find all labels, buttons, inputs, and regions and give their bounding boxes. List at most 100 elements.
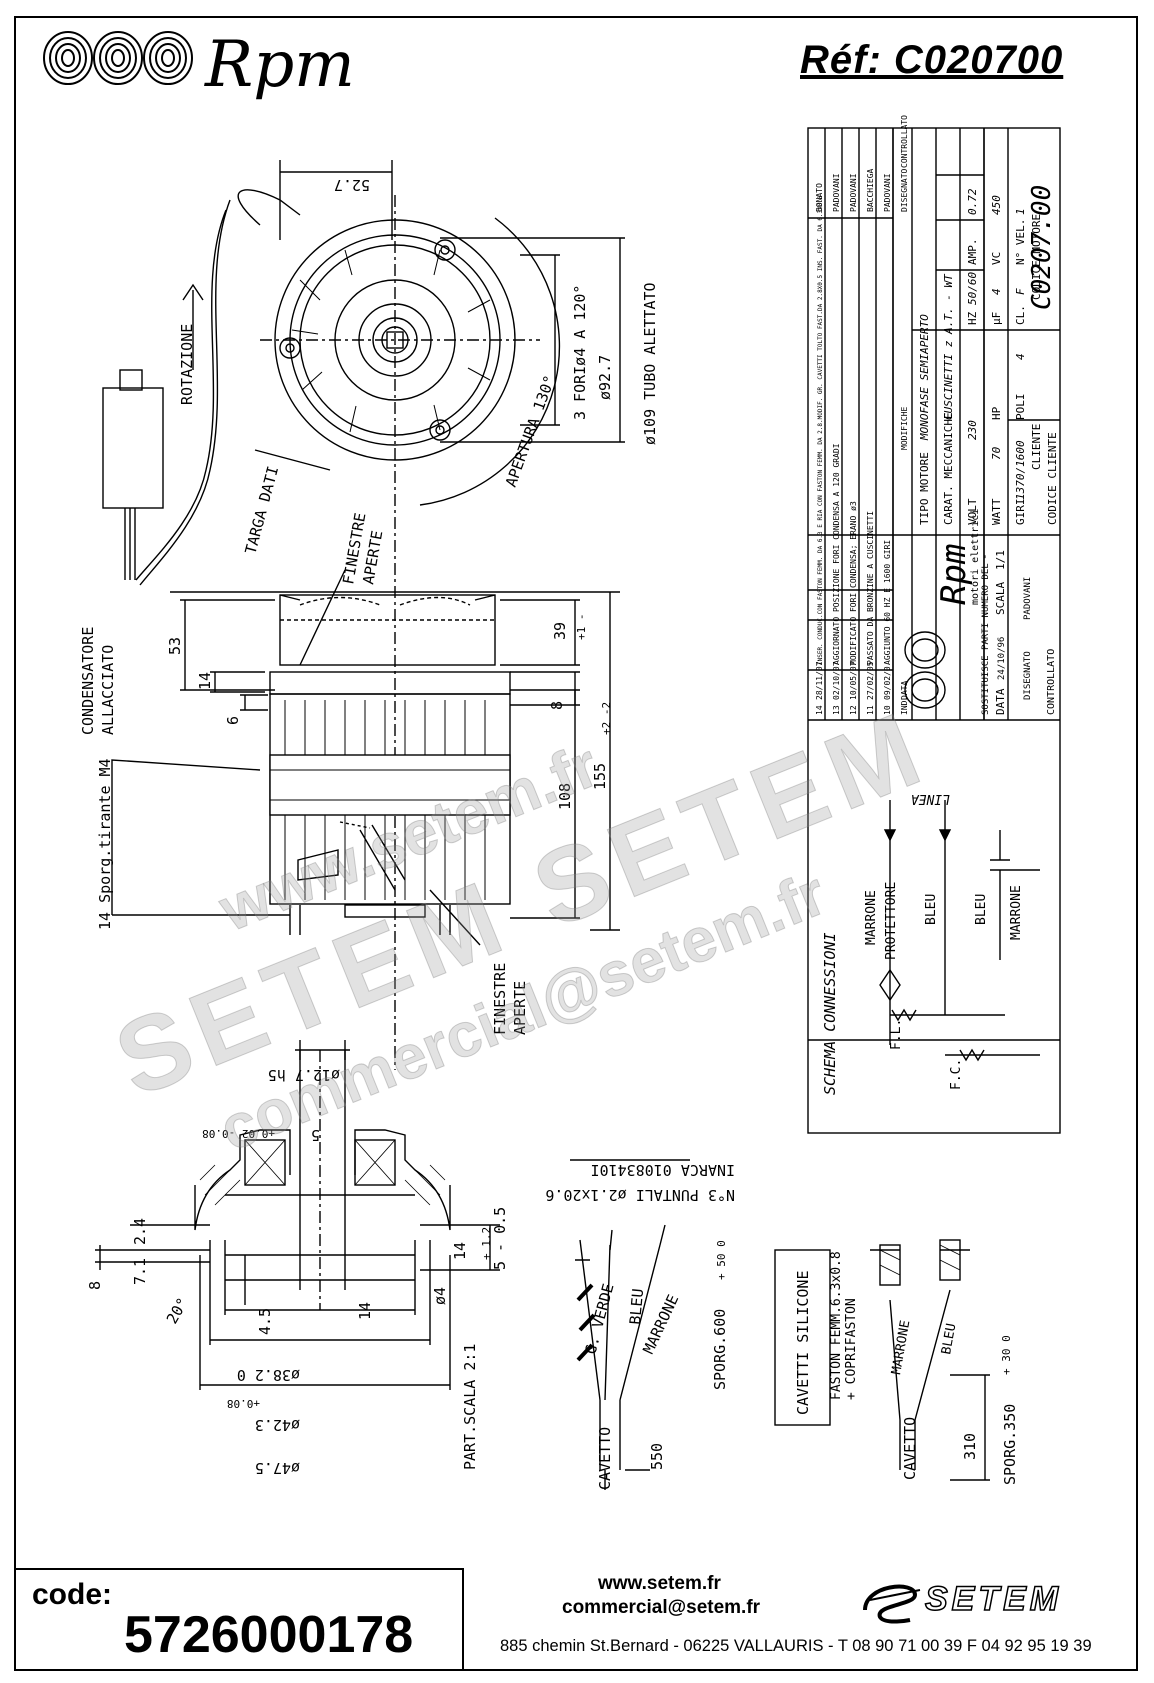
label-cavetto2: CAVETTO [901, 1417, 919, 1480]
vc-value: 450 [990, 195, 1003, 215]
codice-motore-label: CODICE MOTORE [1030, 214, 1043, 300]
rev-12-by: PADOVANI [849, 173, 858, 212]
label-155: 155 [591, 763, 609, 790]
label-tol350: + 30 0 [1000, 1335, 1013, 1375]
schema-bleu2: BLEU [974, 894, 989, 925]
disegnato-label: DISEGNATO [1023, 651, 1033, 700]
schema-marrone: MARRONE [864, 890, 879, 945]
hdr-ctrl: CONTROLLATO [900, 115, 909, 168]
carat-label: CARAT. MECCANICHE [942, 412, 955, 525]
label-8b: 8 [86, 1281, 104, 1290]
rev-10-n: 10 [883, 705, 892, 715]
disegnato-value: PADOVANI [1023, 577, 1033, 620]
label-cavetto: CAVETTO [596, 1427, 614, 1490]
label-scala: PART.SCALA 2:1 [461, 1344, 479, 1470]
label-310: 310 [961, 1433, 979, 1460]
rev-13-text: AGGIORNATO POSIZIONE FORI CONDENSA A 120… [832, 443, 841, 665]
label-d47: ø47.5 [255, 1459, 300, 1477]
cliente-label: CLIENTE [1030, 424, 1043, 470]
label-d38: ø38.2 0 [237, 1366, 300, 1384]
rev-10-by: PADOVANI [883, 173, 892, 212]
watt-label: WATT [990, 498, 1003, 525]
rev-12-n: 12 [849, 705, 858, 715]
data-label: DATA [994, 688, 1007, 715]
hp-label: HP [990, 406, 1003, 420]
label-14c: 14 [356, 1302, 374, 1320]
rev-11-by: BACCHIEGA [866, 168, 875, 212]
carat-value: CUSCINETTI z A.T. - WT [942, 273, 955, 420]
footer-web-link[interactable]: www.setem.fr [598, 1573, 721, 1594]
hdr-mod: MODIFICHE [900, 406, 909, 450]
tipo-value: MONOFASE SEMIAPERTO [918, 314, 931, 441]
label-d42: ø42.3 [255, 1416, 300, 1434]
rev-11-n: 11 [866, 705, 875, 715]
volt-value: 230 [966, 420, 979, 440]
label-d4: ø4 [431, 1287, 449, 1305]
rev-11-text: PASSATO DA BRONZINE A CUSCINETTI [866, 511, 875, 665]
label-d92: ø92.7 [596, 355, 614, 400]
rev-13-n: 13 [832, 705, 841, 715]
reference-number: Réf: C020700 [800, 38, 1064, 82]
label-550: 550 [648, 1443, 666, 1470]
label-silicone: CAVETTI SILICONE [794, 1271, 812, 1416]
rev-14-date: 28/11/07 [815, 661, 824, 700]
watt-value: 70 [990, 446, 1003, 460]
rev-12-date: 10/05/07 [849, 661, 858, 700]
cl-label: CL. [1014, 305, 1027, 325]
setem-swoosh-icon [863, 1584, 921, 1624]
code-number: 5726000178 [124, 1606, 414, 1664]
rev-13-date: 02/10/07 [832, 661, 841, 700]
label-5-05: 5 - 0.5 [491, 1207, 509, 1270]
title-block-logo-icon [904, 631, 946, 709]
label-155-tol: +2 -2 [600, 702, 613, 735]
schema-linea: LINEA [911, 791, 950, 806]
sost-value: - [978, 553, 991, 560]
label-39-tol: +1 - [575, 614, 588, 641]
label-aperte-bottom: APERTE [511, 981, 529, 1035]
title-block-frame [807, 127, 1061, 1134]
schema-fl: F.L. [889, 1019, 904, 1050]
footer-address: 885 chemin St.Bernard - 06225 VALLAURIS … [500, 1637, 1092, 1655]
sost-label: SOSTITUISCE PARTI NUMERO DEL [981, 563, 991, 715]
label-bleu2: BLEU [939, 1322, 959, 1355]
label-tubo: ø109 TUBO ALETTATO [641, 282, 659, 445]
nvel-label: N° VEL. [1014, 219, 1027, 265]
rev-10-text: AGGIUNTO 60 HZ E 1600 GIRI [883, 540, 892, 665]
codice-cliente-label: CODICE CLIENTE [1046, 432, 1059, 525]
data-value: 24/10/96 [997, 637, 1007, 680]
label-tol5: +0.02 -0.08 [202, 1127, 275, 1140]
rev-14-text: INSER. CONDUC.CON FASTON FEMM. DA 6.3 E … [817, 195, 824, 665]
code-label: code: [32, 1578, 113, 1611]
hz-value: 50/60 [966, 272, 979, 305]
schema-fc: F.C. [949, 1059, 964, 1090]
label-sporg600: SPORG.600 [711, 1309, 729, 1390]
label-6: 6 [224, 716, 242, 725]
brand-title: Rpm [205, 28, 355, 102]
label-allacciato: ALLACCIATO [99, 645, 117, 735]
label-14b: 14 [451, 1242, 469, 1260]
setem-brand: SETEM [924, 1579, 1063, 1619]
label-inarca: INARCA 01083410I [591, 1161, 736, 1179]
hdr-dis: DISEGNATO [900, 168, 909, 212]
footer-email-link[interactable]: commercial@setem.fr [562, 1597, 761, 1618]
label-bleu: BLEU [626, 1288, 647, 1326]
controllato-label: CONTROLLATO [1046, 649, 1057, 715]
label-8: 8 [548, 701, 566, 710]
mounting-hole-icon [279, 337, 301, 359]
cable-assembly-2 [889, 1289, 951, 1470]
label-5: 5 [311, 1126, 320, 1144]
label-tol38: +0.08 [227, 1397, 260, 1410]
hdr-ind: IND. [900, 696, 909, 715]
label-39: 39 [551, 622, 569, 640]
uf-label: µF [990, 312, 1003, 325]
scala-value: 1/1 [994, 550, 1007, 570]
label-targa: TARGA DATI [241, 464, 282, 556]
poli-label: POLI [1014, 394, 1027, 421]
label-2-4: 2.4 [131, 1218, 149, 1245]
hz-label: HZ [966, 311, 979, 325]
giri-label: GIRI [1014, 499, 1027, 526]
tipo-label: TIPO MOTORE [918, 452, 931, 525]
volt-label: VOLT [966, 498, 979, 525]
rev-14-n: 14 [815, 705, 824, 715]
label-faston: FASTON FEMM.6.3x0.8 [829, 1251, 844, 1400]
